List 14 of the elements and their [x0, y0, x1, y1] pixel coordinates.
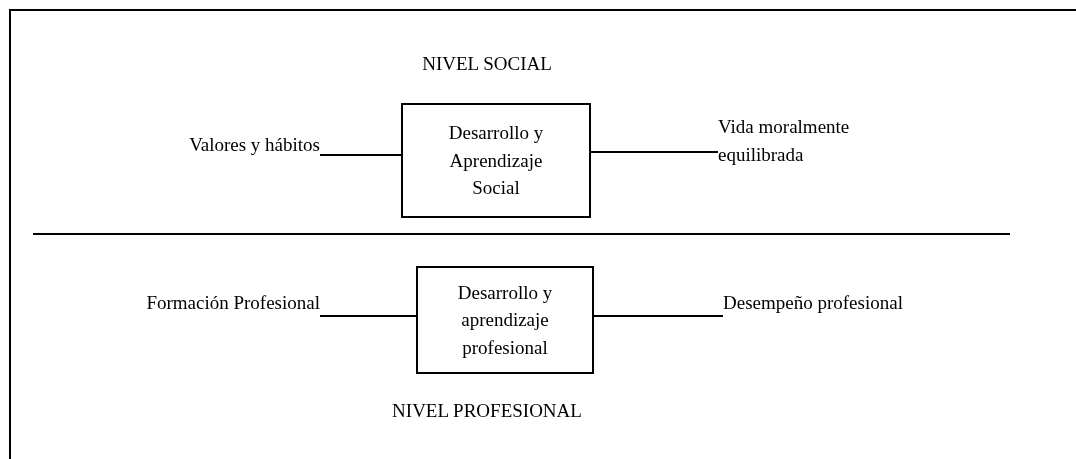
node-text: Desarrollo y aprendizaje profesional	[456, 280, 554, 360]
node-text: Formación Profesional	[146, 291, 320, 316]
connector-line	[593, 315, 724, 317]
node-text: Vida moralmente equilibrada	[718, 115, 851, 167]
connector-line	[319, 154, 402, 156]
level-heading: NIVEL SOCIAL	[422, 53, 552, 75]
level-heading: NIVEL PROFESIONAL	[392, 400, 582, 422]
connector-line	[590, 151, 719, 153]
process-box	[401, 103, 591, 218]
connector-line	[319, 315, 417, 317]
node-text: Valores y hábitos	[189, 133, 320, 158]
node-text: Desarrollo y Aprendizaje Social	[447, 121, 545, 201]
process-box	[416, 266, 594, 374]
node-text: Desempeño profesional	[723, 291, 903, 316]
